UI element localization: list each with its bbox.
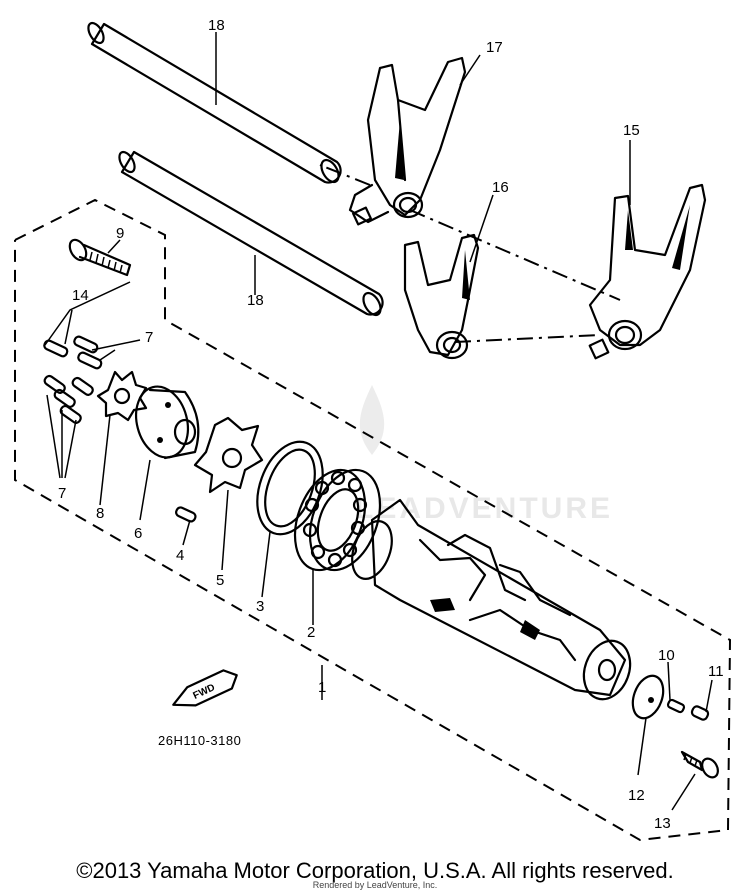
fork-axis-line bbox=[454, 334, 601, 343]
label-3: 3 bbox=[256, 598, 264, 615]
pin-10 bbox=[666, 698, 686, 714]
label-7-lower: 7 bbox=[58, 485, 66, 502]
label-6: 6 bbox=[134, 525, 142, 542]
label-13: 13 bbox=[654, 815, 671, 832]
watermark: LEADVENTURE bbox=[355, 385, 613, 525]
rendered-by-notice: Rendered by LeadVenture, Inc. bbox=[312, 880, 438, 890]
shift-drum-1 bbox=[351, 498, 632, 701]
plate-12 bbox=[631, 674, 665, 720]
pins-7 bbox=[43, 374, 94, 424]
label-8: 8 bbox=[96, 505, 104, 522]
stopper-cam-5 bbox=[193, 416, 264, 494]
shift-fork-guide-bar-lower bbox=[118, 150, 384, 317]
label-11: 11 bbox=[708, 663, 724, 680]
label-16: 16 bbox=[492, 179, 509, 196]
label-14: 14 bbox=[72, 287, 89, 304]
label-18-upper: 18 bbox=[208, 17, 225, 34]
segment-6 bbox=[135, 385, 200, 460]
label-2: 2 bbox=[307, 624, 315, 641]
screw-13 bbox=[680, 750, 719, 779]
label-4: 4 bbox=[176, 547, 184, 564]
assembly-boundary bbox=[14, 198, 732, 842]
copyright-notice: ©2013 Yamaha Motor Corporation, U.S.A. A… bbox=[76, 858, 674, 883]
label-18-lower: 18 bbox=[247, 292, 264, 309]
label-7-upper: 7 bbox=[145, 329, 153, 346]
label-10: 10 bbox=[658, 647, 675, 664]
circlip-3 bbox=[256, 440, 324, 536]
forward-arrow-icon: FWD bbox=[172, 669, 238, 707]
label-15: 15 bbox=[623, 122, 640, 139]
shift-fork-17 bbox=[348, 56, 467, 226]
fork-axis-line bbox=[319, 164, 371, 186]
pin-11 bbox=[690, 705, 710, 721]
label-5: 5 bbox=[216, 572, 224, 589]
segment-plate-8 bbox=[96, 370, 148, 422]
reference-code: 26H110-3180 bbox=[158, 733, 241, 748]
label-9: 9 bbox=[116, 225, 124, 242]
fork-axis-line bbox=[409, 209, 621, 301]
shift-fork-16 bbox=[403, 233, 480, 360]
leader-lines bbox=[44, 32, 713, 811]
screw-9 bbox=[68, 238, 132, 277]
label-1: 1 bbox=[318, 679, 326, 696]
label-12: 12 bbox=[628, 787, 645, 804]
fwd-label: FWD bbox=[192, 682, 217, 702]
dowel-pin-4 bbox=[175, 506, 197, 523]
label-17: 17 bbox=[486, 39, 503, 56]
pins-14 bbox=[43, 335, 103, 370]
watermark-text: LEADVENTURE bbox=[355, 492, 613, 525]
shift-fork-15 bbox=[588, 183, 707, 360]
bearing-2 bbox=[293, 468, 382, 572]
part-labels: 18 17 15 16 18 9 14 7 7 8 6 4 5 3 2 1 10… bbox=[58, 17, 724, 832]
shift-fork-guide-bar-upper bbox=[87, 21, 342, 184]
